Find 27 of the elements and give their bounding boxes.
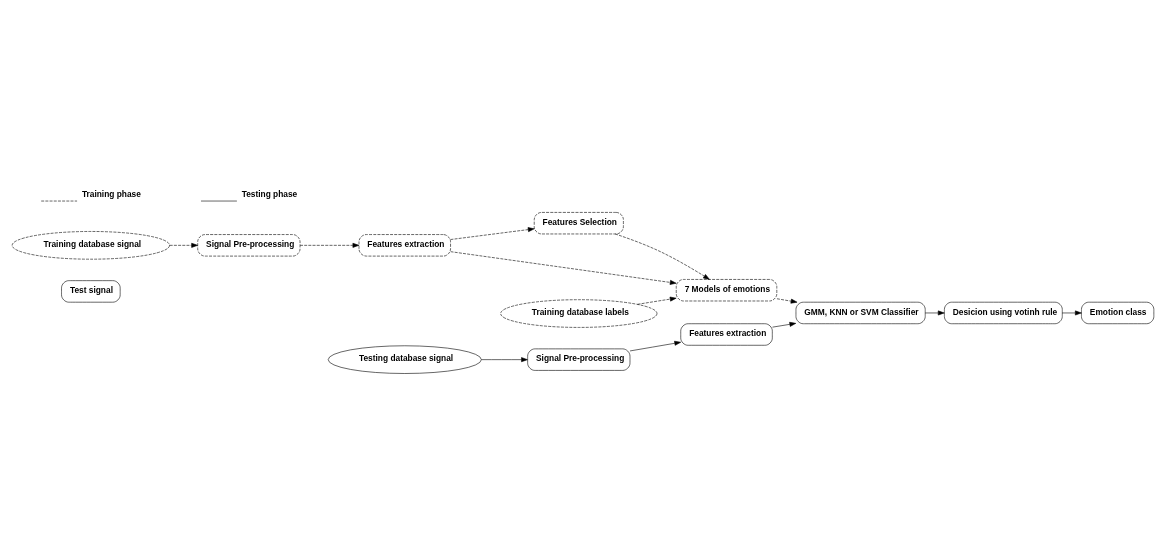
node-ellipse: Training database labels xyxy=(500,298,658,328)
arrow xyxy=(776,297,798,304)
arrow xyxy=(925,310,945,315)
node-box: Test signal xyxy=(61,279,121,302)
arrow xyxy=(450,226,535,240)
node-ellipse: Testing database signal xyxy=(327,344,482,374)
node-box: Emotion class xyxy=(1081,301,1155,324)
node-box: 7 Models of emotions xyxy=(675,278,778,301)
arrow xyxy=(299,242,360,248)
arrow xyxy=(629,340,681,351)
node-box: Features extraction xyxy=(358,233,451,256)
node-box: GMM, KNN or SVM Classifier xyxy=(795,301,926,324)
legend-label: Testing phase xyxy=(241,188,298,199)
arrow xyxy=(450,250,677,285)
node-box: Signal Pre-processing xyxy=(527,348,631,371)
node-box: Signal Pre-processing xyxy=(197,233,301,256)
node-ellipse: Training database signal xyxy=(11,230,170,259)
node-box: Desicion using votinh rule xyxy=(944,301,1063,324)
arrow xyxy=(481,356,528,362)
node-box: Features extraction xyxy=(680,322,773,346)
arrow xyxy=(772,321,797,327)
node-box: Features Selection xyxy=(533,211,624,234)
arrow xyxy=(637,296,677,305)
arrow xyxy=(169,242,198,248)
legend-label: Training phase xyxy=(81,188,141,199)
arrow xyxy=(1062,310,1082,315)
arrow xyxy=(614,233,710,280)
